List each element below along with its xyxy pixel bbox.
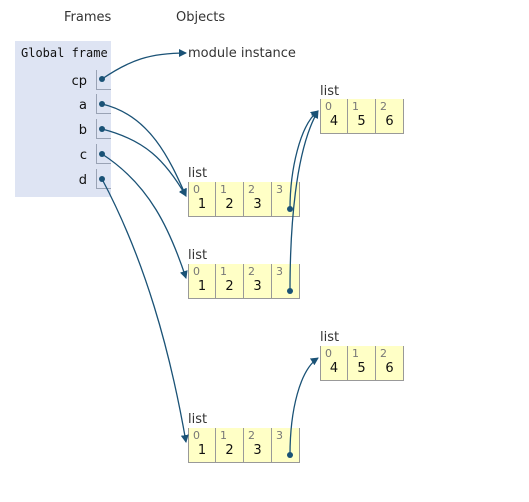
list-value: 1 (197, 279, 207, 294)
arrow-c (101, 153, 188, 279)
list-value: 3 (253, 443, 262, 458)
list-value: 2 (225, 443, 234, 458)
list-value: 3 (253, 279, 262, 294)
list-index: 1 (352, 347, 359, 360)
list-index: 0 (193, 183, 200, 196)
module-instance-label: module instance (188, 46, 296, 61)
list-index: 1 (220, 183, 227, 196)
list-value: 1 (197, 443, 207, 458)
var-pointer-a[interactable] (96, 94, 111, 114)
list-index: 1 (220, 429, 227, 442)
var-name-cp: cp (71, 74, 87, 89)
list-label: list (320, 84, 340, 99)
list-cell: 3 (272, 428, 300, 463)
list-value: 4 (329, 114, 339, 129)
global-frame-title: Global frame (21, 46, 108, 60)
var-pointer-cp[interactable] (96, 70, 111, 90)
var-name-a: a (79, 98, 87, 113)
list-value: 4 (329, 361, 339, 376)
list-index: 2 (380, 100, 387, 113)
var-name-c: c (79, 148, 87, 163)
list-index: 2 (248, 429, 255, 442)
list-cell: 3 (272, 182, 300, 217)
frames-header: Frames (64, 10, 112, 25)
list-value: 1 (197, 197, 207, 212)
var-pointer-b[interactable] (96, 119, 111, 139)
list-index: 2 (248, 265, 255, 278)
objects-header: Objects (176, 10, 226, 25)
list-value: 2 (225, 279, 234, 294)
var-pointer-d[interactable] (96, 169, 111, 189)
list-index: 2 (248, 183, 255, 196)
global-frame: Global frame cp a b c d (15, 41, 111, 197)
arrow-d (101, 178, 189, 443)
list-label: list (188, 412, 208, 427)
var-name-d: d (78, 173, 87, 188)
list-index: 3 (276, 183, 283, 196)
var-pointer-c[interactable] (96, 144, 111, 164)
list-index: 0 (193, 429, 200, 442)
var-name-b: b (78, 123, 87, 138)
list-index: 0 (193, 265, 200, 278)
list-index: 2 (380, 347, 387, 360)
arrow-cp (101, 49, 187, 80)
list-index: 0 (325, 100, 332, 113)
list-value: 6 (385, 114, 394, 129)
list-label: list (320, 330, 340, 345)
list-index: 0 (325, 347, 332, 360)
list-value: 3 (253, 197, 262, 212)
list-value: 5 (357, 361, 366, 376)
list-index: 1 (352, 100, 359, 113)
list-cell: 3 (272, 264, 300, 299)
list-value: 6 (385, 361, 394, 376)
list-value: 2 (225, 197, 234, 212)
list-label: list (188, 248, 208, 263)
list-index: 3 (276, 265, 283, 278)
list-index: 3 (276, 429, 283, 442)
arrow-b (101, 128, 187, 197)
arrow-a (101, 103, 187, 197)
list-value: 5 (357, 114, 366, 129)
list-label: list (188, 166, 208, 181)
list-index: 1 (220, 265, 227, 278)
